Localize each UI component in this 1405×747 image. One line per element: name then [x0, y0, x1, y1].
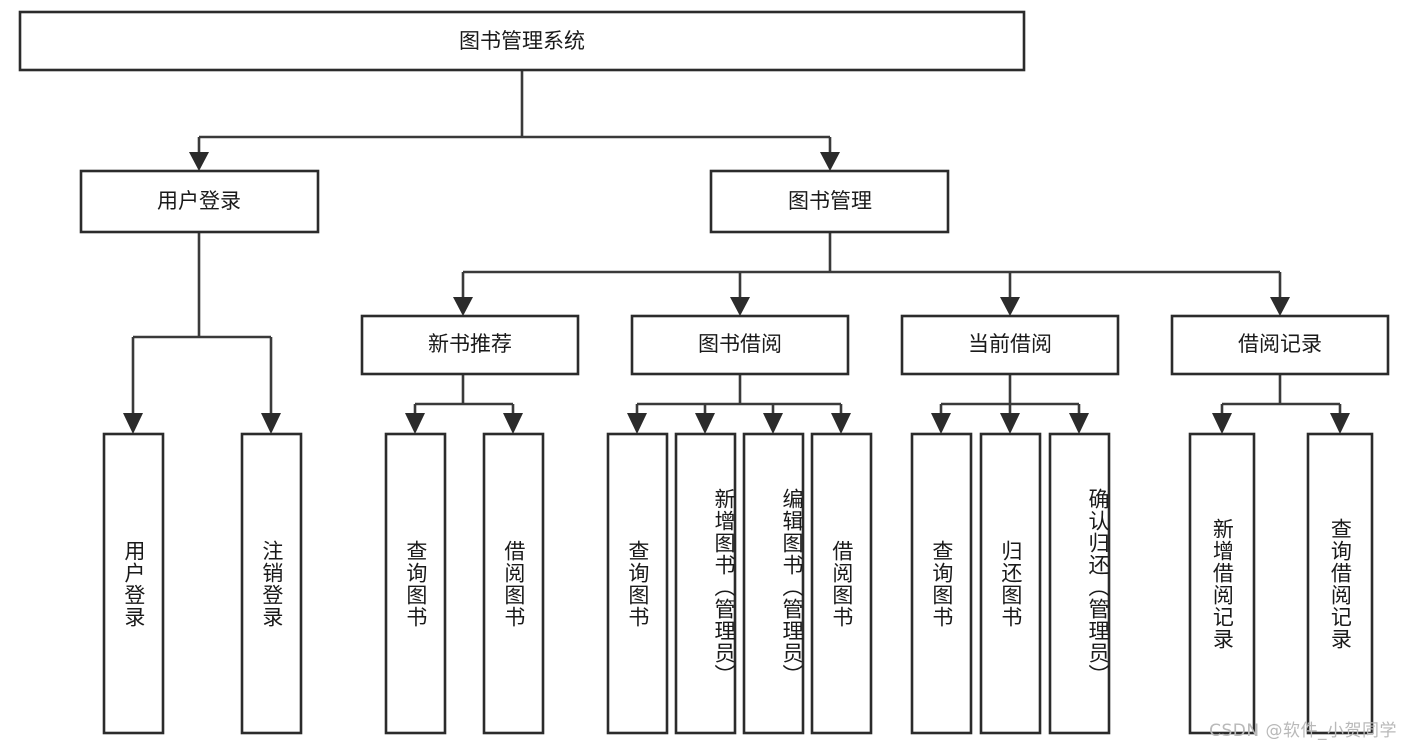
node-root-system[interactable]: 图书管理系统 — [18, 10, 1026, 72]
node-book-borrow[interactable]: 图书借阅 — [630, 314, 850, 376]
node-box-shape — [18, 10, 1026, 72]
node-new-book-recommend[interactable]: 新书推荐 — [360, 314, 580, 376]
leaf-box-logout[interactable] — [240, 432, 303, 735]
node-box-shape — [79, 169, 320, 234]
arrow-head-icon — [831, 413, 851, 434]
node-box-shape — [1170, 314, 1390, 376]
arrow-head-icon — [1000, 297, 1020, 316]
arrow-head-icon — [453, 297, 473, 316]
node-borrow-record[interactable]: 借阅记录 — [1170, 314, 1390, 376]
arrow-head-icon — [503, 413, 523, 434]
node-label: 图书借阅 — [698, 332, 782, 356]
node-box-shape — [360, 314, 580, 376]
leaf-box-query-book-3[interactable] — [910, 432, 973, 735]
node-user-login[interactable]: 用户登录 — [79, 169, 320, 234]
node-label: 图书管理 — [788, 189, 872, 213]
node-label: 新书推荐 — [428, 332, 512, 356]
arrow-head-icon — [695, 413, 715, 434]
node-box-shape — [900, 314, 1120, 376]
leaf-box-borrow-book-2[interactable] — [810, 432, 873, 735]
leaf-box-add-book-admin[interactable] — [674, 432, 737, 735]
arrow-head-icon — [405, 413, 425, 434]
arrow-head-icon — [189, 152, 209, 171]
leaf-box-confirm-return-admin[interactable] — [1048, 432, 1111, 735]
node-label: 当前借阅 — [968, 332, 1052, 356]
leaf-box-borrow-book-1[interactable] — [482, 432, 545, 735]
node-book-management[interactable]: 图书管理 — [709, 169, 950, 234]
arrow-head-icon — [763, 413, 783, 434]
arrow-head-icon — [1069, 413, 1089, 434]
arrow-head-icon — [627, 413, 647, 434]
leaf-box-edit-book-admin[interactable] — [742, 432, 805, 735]
arrow-head-icon — [261, 413, 281, 434]
node-box-shape — [709, 169, 950, 234]
arrow-head-icon — [1212, 413, 1232, 434]
leaf-box-return-book[interactable] — [979, 432, 1042, 735]
arrow-head-icon — [730, 297, 750, 316]
connector-borrowrecord-to-leaves — [1212, 374, 1350, 434]
connector-bookmgmt-to-level3 — [453, 232, 1290, 316]
node-label: 图书管理系统 — [459, 29, 585, 53]
leaf-box-query-book-1[interactable] — [384, 432, 447, 735]
connector-root-to-level2 — [189, 70, 840, 171]
csdn-watermark: CSDN @软件_小贺同学 — [1209, 721, 1397, 741]
arrow-head-icon — [123, 413, 143, 434]
connector-currentborrow-to-leaves — [931, 374, 1089, 434]
arrow-head-icon — [820, 152, 840, 171]
arrow-head-icon — [1330, 413, 1350, 434]
connector-bookborrow-to-leaves — [627, 374, 851, 434]
connector-newbook-to-leaves — [405, 374, 523, 434]
leaf-box-query-borrow-record[interactable] — [1306, 432, 1374, 735]
node-label: 借阅记录 — [1238, 332, 1322, 356]
node-current-borrow[interactable]: 当前借阅 — [900, 314, 1120, 376]
connector-userlogin-to-leaves — [123, 232, 281, 434]
arrow-head-icon — [1000, 413, 1020, 434]
leaf-box-user-login[interactable] — [102, 432, 165, 735]
leaf-box-add-borrow-record[interactable] — [1188, 432, 1256, 735]
node-label: 用户登录 — [157, 189, 241, 213]
arrow-head-icon — [1270, 297, 1290, 316]
leaf-box-query-book-2[interactable] — [606, 432, 669, 735]
arrow-head-icon — [931, 413, 951, 434]
node-box-shape — [630, 314, 850, 376]
